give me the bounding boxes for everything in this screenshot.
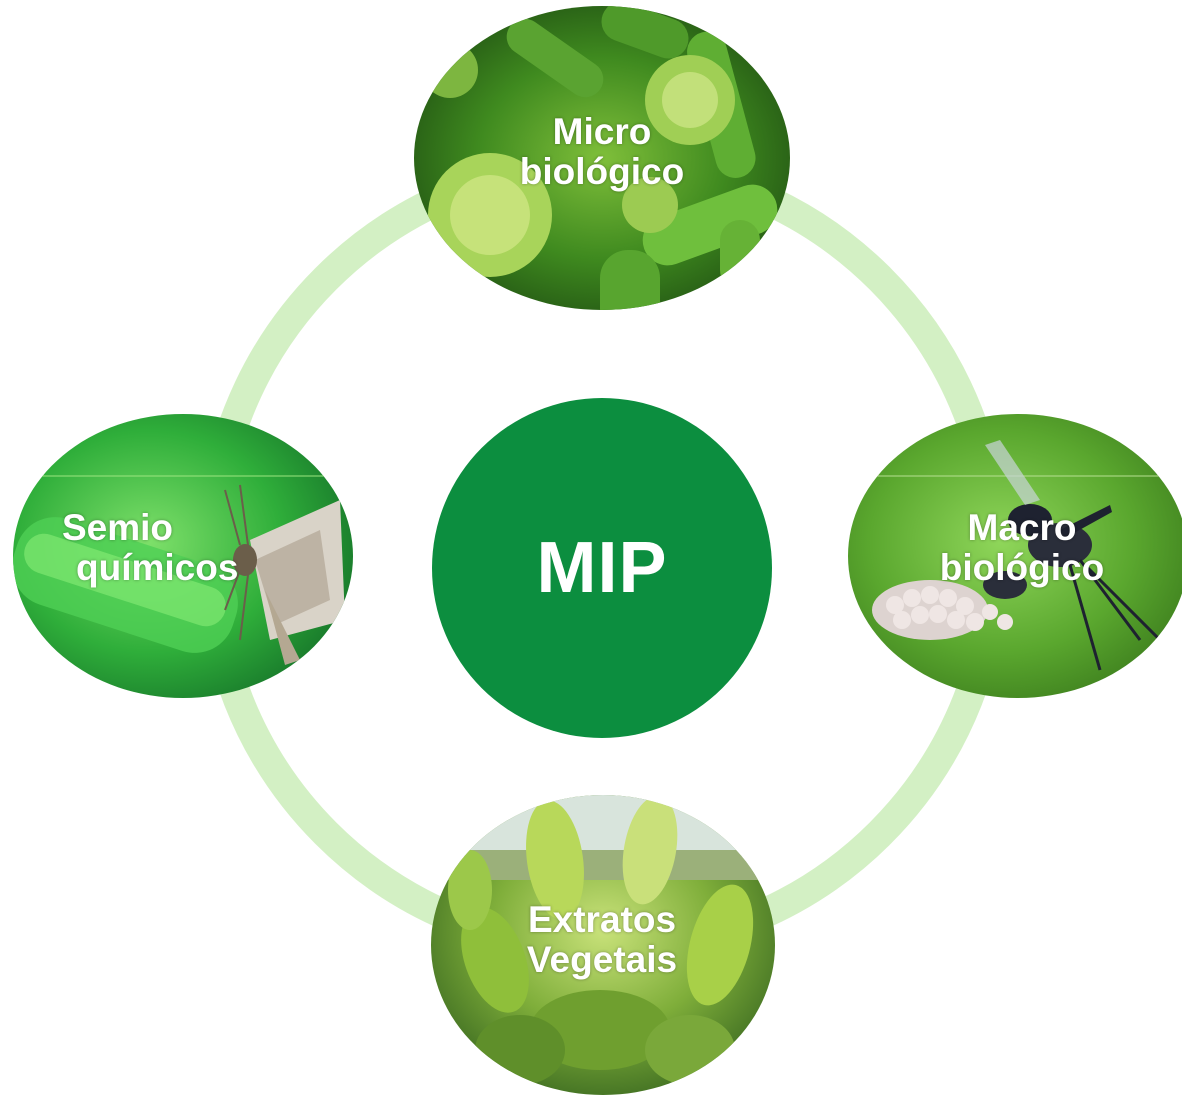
node-macro-biologico [848, 414, 1182, 698]
wasp-image [848, 440, 1182, 671]
node-micro-biologico [414, 6, 790, 310]
center-circle [432, 398, 772, 738]
moth-tube-image [13, 475, 353, 665]
center-label: MIP [536, 528, 668, 608]
microbes-image [422, 6, 778, 310]
node-semio-quimicos [13, 414, 353, 698]
node-extratos-vegetais [431, 795, 775, 1095]
